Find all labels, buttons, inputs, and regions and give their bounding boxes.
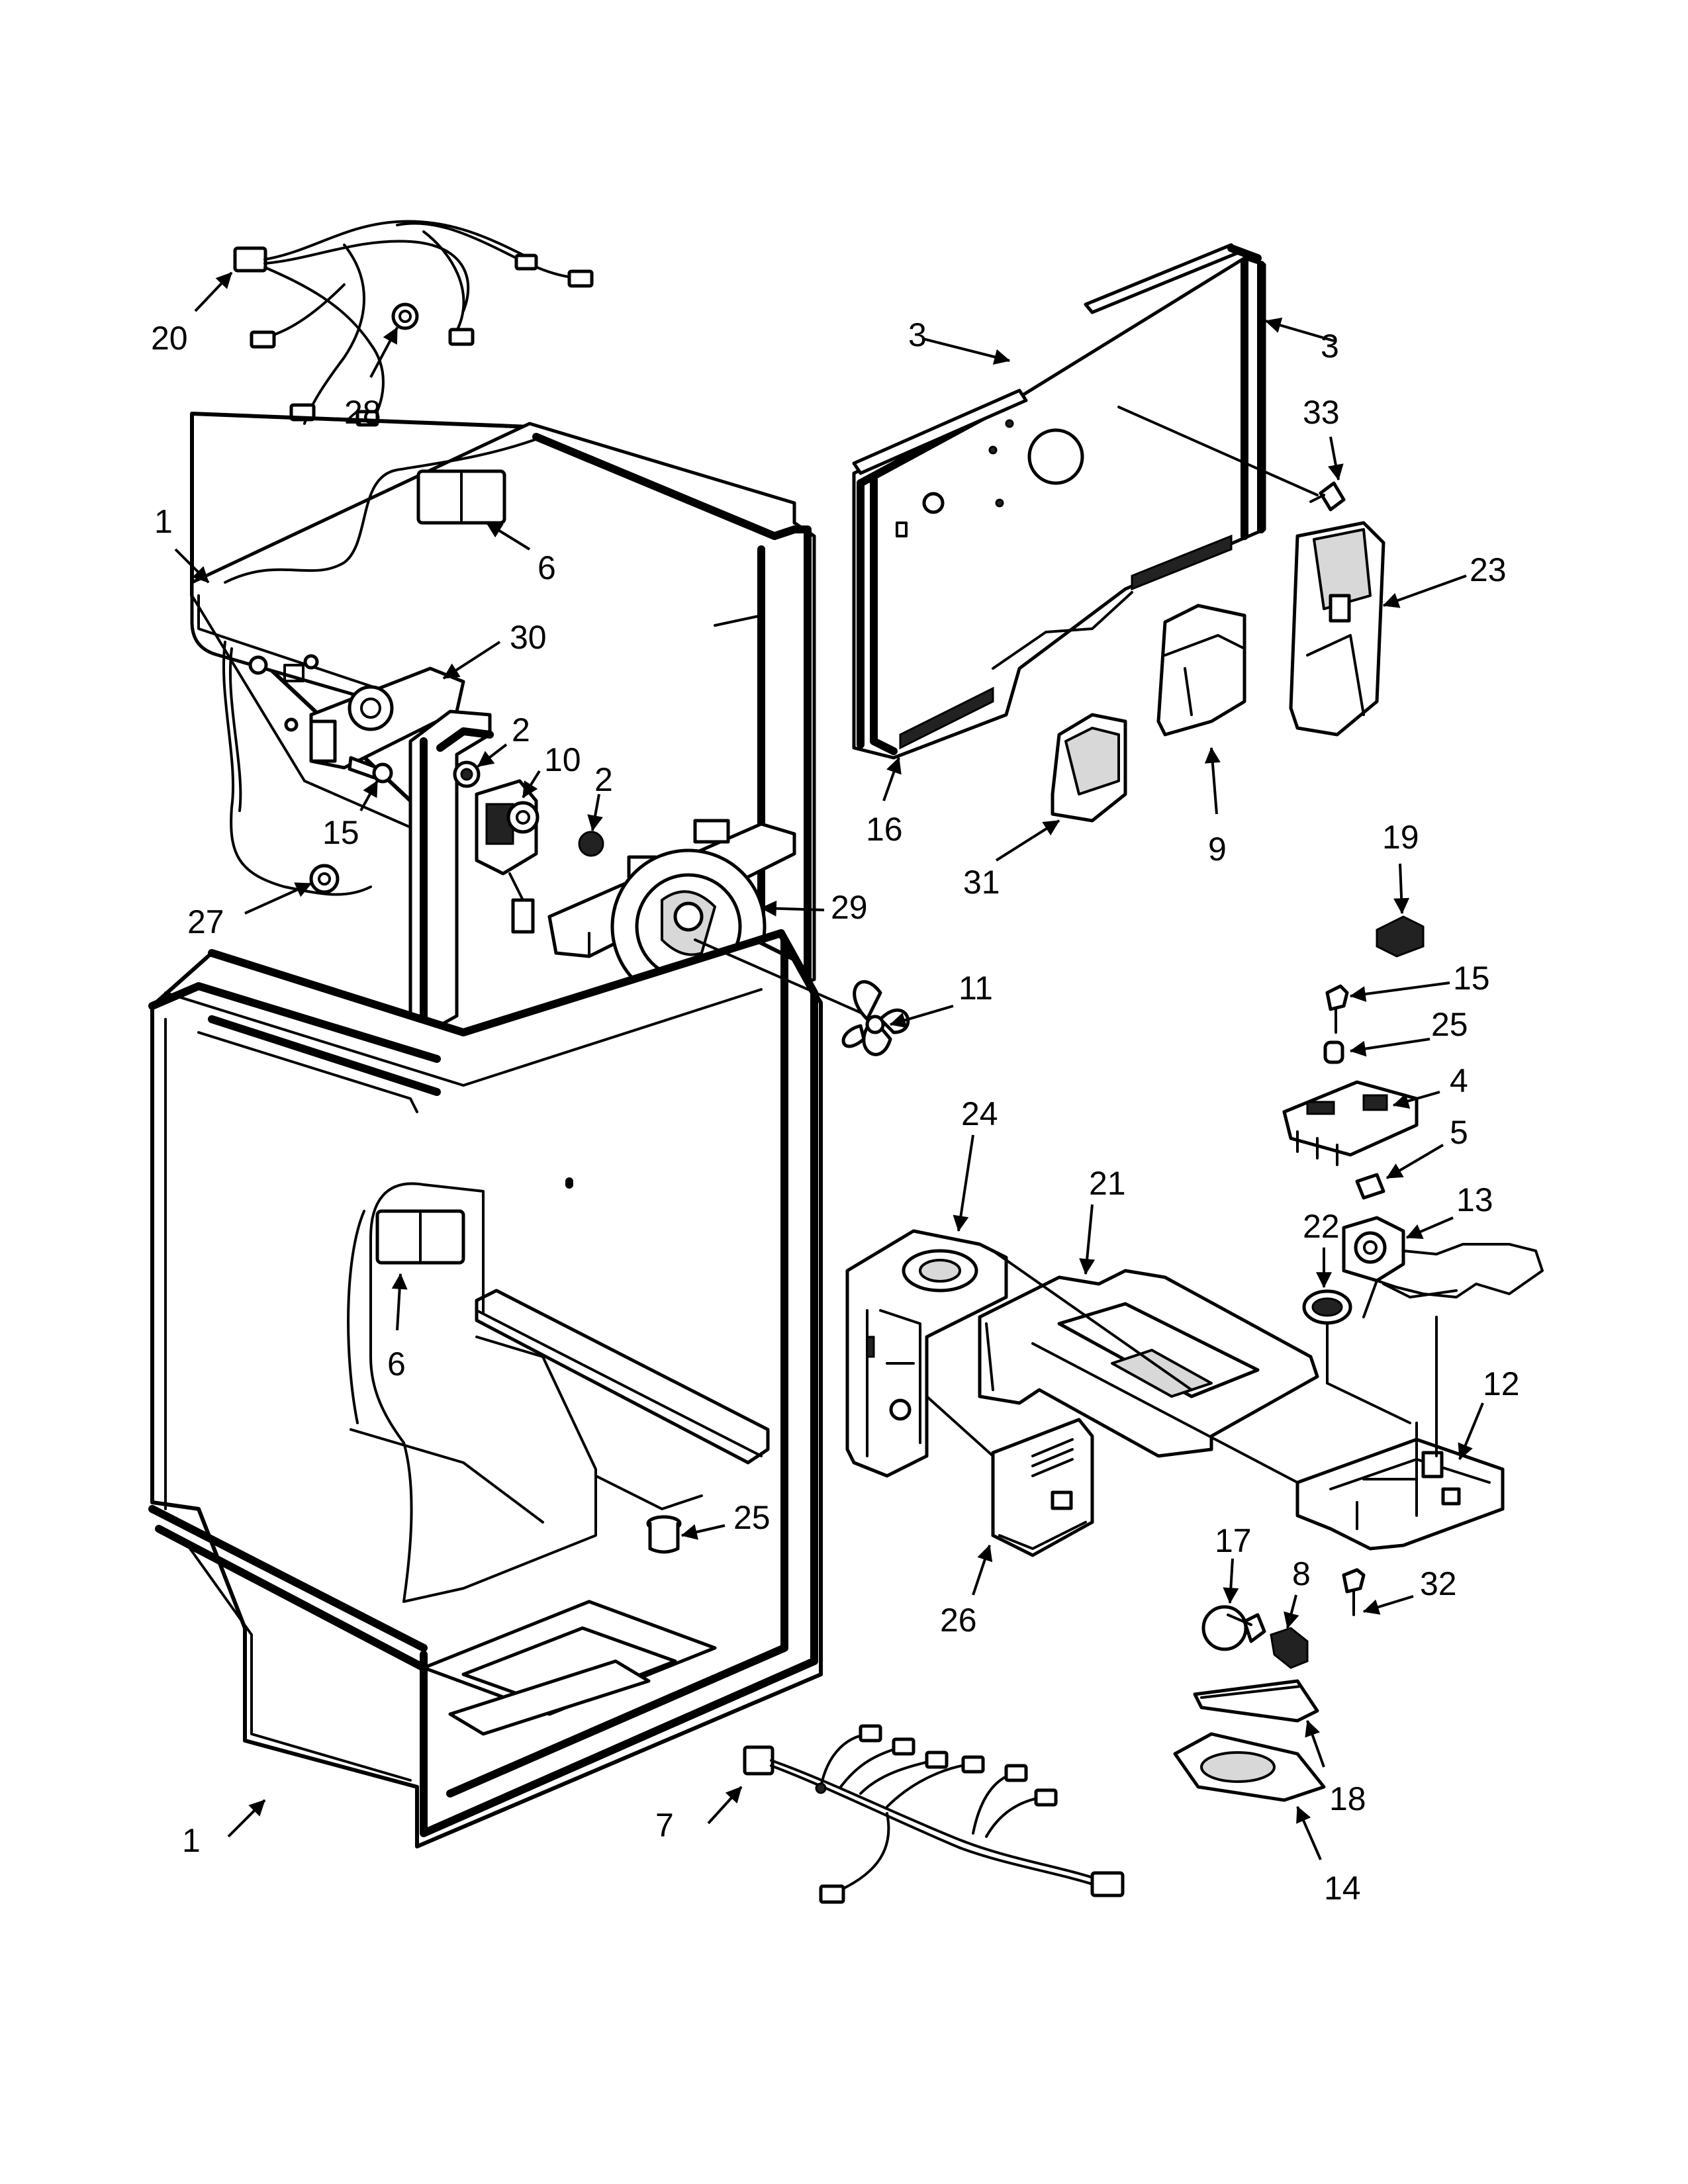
wire-harness-20 bbox=[233, 220, 594, 427]
wire-harness-7 bbox=[743, 1724, 1125, 1904]
thermostat-13 bbox=[1342, 1216, 1544, 1318]
callout-33: 33 bbox=[1303, 394, 1340, 431]
callout-labels: 20 28 1 6 30 2 10 2 15 27 29 11 3 3 33 2… bbox=[151, 316, 1520, 1907]
callout-11: 11 bbox=[959, 970, 993, 1007]
callout-2-right: 2 bbox=[594, 761, 613, 798]
grommet-2 bbox=[453, 760, 481, 788]
callout-19: 19 bbox=[1382, 819, 1419, 856]
callout-22: 22 bbox=[1303, 1208, 1340, 1245]
callout-26: 26 bbox=[940, 1602, 977, 1639]
callout-25-right: 25 bbox=[1431, 1006, 1468, 1043]
grommet-2b bbox=[578, 831, 604, 857]
callout-24: 24 bbox=[961, 1095, 998, 1132]
callout-18: 18 bbox=[1329, 1780, 1366, 1817]
lamp-5 bbox=[1355, 1173, 1385, 1200]
control-panel-16 bbox=[852, 256, 1266, 760]
duct-cover-26 bbox=[991, 1418, 1094, 1557]
callout-16: 16 bbox=[866, 811, 903, 848]
socket-8 bbox=[1270, 1627, 1309, 1669]
callout-13: 13 bbox=[1456, 1181, 1493, 1218]
air-duct-31 bbox=[1051, 713, 1127, 823]
fan-bracket-30 bbox=[309, 666, 465, 770]
switch-19 bbox=[1376, 915, 1425, 958]
control-housing-12 bbox=[1295, 1437, 1505, 1551]
bulb-17 bbox=[1201, 1605, 1266, 1651]
hinge-cover-23 bbox=[1289, 521, 1385, 737]
screw-15-left bbox=[348, 756, 393, 784]
assembly-guide-lines bbox=[694, 406, 1438, 1504]
bushing-25-right bbox=[1323, 1040, 1344, 1064]
air-duct-21 bbox=[978, 1269, 1319, 1458]
bushing-25-lower bbox=[646, 1515, 682, 1554]
control-board-4 bbox=[1282, 1080, 1419, 1166]
callout-3-left: 3 bbox=[908, 316, 927, 353]
callout-29: 29 bbox=[831, 889, 868, 926]
fan-blade-11 bbox=[841, 979, 910, 1056]
callout-leaders bbox=[174, 271, 1484, 1860]
callout-4: 4 bbox=[1450, 1062, 1468, 1099]
callout-6-lower: 6 bbox=[387, 1345, 406, 1383]
callout-20: 20 bbox=[151, 320, 188, 357]
screw-32 bbox=[1342, 1568, 1366, 1616]
screw-33 bbox=[1309, 481, 1346, 512]
screw-15-right bbox=[1325, 984, 1349, 1034]
callout-6-top: 6 bbox=[538, 549, 556, 586]
callout-21: 21 bbox=[1089, 1165, 1126, 1202]
callout-23: 23 bbox=[1470, 551, 1507, 588]
callout-17: 17 bbox=[1215, 1522, 1252, 1559]
callout-15-left: 15 bbox=[322, 814, 359, 851]
callout-1-top: 1 bbox=[154, 503, 173, 540]
callout-3-right: 3 bbox=[1321, 328, 1339, 365]
light-shield-18 bbox=[1193, 1679, 1319, 1723]
grommet-22 bbox=[1302, 1289, 1352, 1325]
callout-9: 9 bbox=[1208, 831, 1227, 868]
air-damper-9 bbox=[1156, 604, 1246, 737]
fan-shroud-29 bbox=[547, 819, 796, 1005]
light-housing-14 bbox=[1173, 1732, 1326, 1802]
callout-31: 31 bbox=[963, 864, 1000, 901]
air-duct-24 bbox=[845, 1229, 1008, 1478]
callout-30: 30 bbox=[510, 619, 547, 656]
fresh-food-liner-1 bbox=[148, 929, 823, 1848]
callout-8: 8 bbox=[1292, 1555, 1311, 1592]
seal-3-top bbox=[1084, 243, 1262, 314]
connector-27 bbox=[309, 864, 340, 894]
seal-3-left bbox=[852, 388, 1028, 475]
callout-7: 7 bbox=[655, 1807, 674, 1844]
callout-2-left: 2 bbox=[512, 711, 530, 749]
callout-27: 27 bbox=[187, 903, 224, 940]
callout-25-lower: 25 bbox=[733, 1499, 771, 1536]
callout-10: 10 bbox=[544, 741, 581, 778]
callout-14: 14 bbox=[1324, 1870, 1361, 1907]
callout-28: 28 bbox=[344, 394, 381, 431]
callout-32: 32 bbox=[1420, 1565, 1457, 1602]
callout-12: 12 bbox=[1483, 1365, 1520, 1402]
callout-15-right: 15 bbox=[1453, 960, 1490, 997]
fan-motor-10 bbox=[475, 779, 539, 934]
callout-1-bottom: 1 bbox=[182, 1822, 201, 1859]
callout-5: 5 bbox=[1450, 1114, 1468, 1151]
